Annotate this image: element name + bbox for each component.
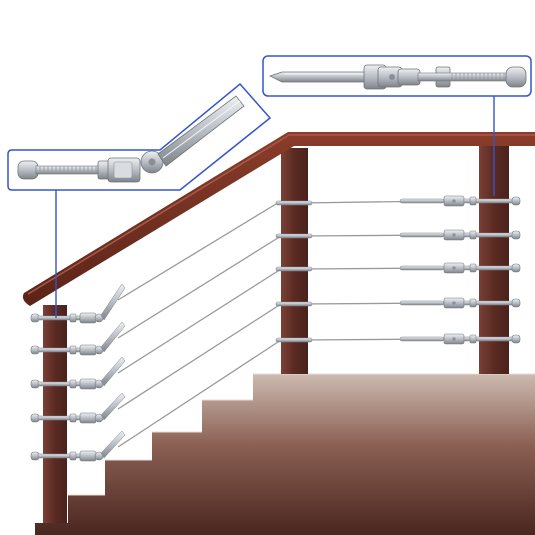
callout-leaders bbox=[55, 94, 495, 318]
staircase bbox=[35, 373, 535, 535]
middle-post-fittings bbox=[275, 200, 313, 343]
handrail-shine bbox=[27, 134, 535, 295]
pass-through-fitting bbox=[275, 337, 313, 343]
straight-turnbuckle bbox=[399, 195, 521, 207]
pass-through-fitting bbox=[275, 266, 313, 272]
sloped-cable bbox=[117, 268, 282, 374]
straight-post-fitting-callout bbox=[262, 55, 532, 97]
angled-turnbuckle bbox=[30, 430, 126, 462]
angled-turnbuckle bbox=[30, 321, 126, 356]
angled-turnbuckle bbox=[30, 283, 126, 324]
angled-turnbuckle bbox=[30, 392, 126, 424]
straight-turnbuckle bbox=[399, 262, 521, 274]
pivot-turnbuckle-icon bbox=[17, 95, 245, 183]
angled-stair-fitting-callout bbox=[7, 82, 272, 191]
jaw-turnbuckle-icon bbox=[268, 64, 527, 90]
left-post bbox=[43, 305, 67, 523]
pass-through-fitting bbox=[275, 200, 313, 206]
sloped-cable bbox=[117, 200, 282, 301]
stair-steps bbox=[35, 374, 535, 535]
straight-turnbuckle bbox=[399, 333, 521, 345]
pass-through-fitting bbox=[275, 233, 313, 239]
callout-frame bbox=[7, 82, 272, 191]
right-post-turnbuckles bbox=[399, 195, 521, 345]
handrail bbox=[22, 132, 535, 306]
straight-turnbuckle bbox=[399, 229, 521, 241]
middle-post bbox=[281, 148, 308, 374]
angled-turnbuckle bbox=[30, 356, 126, 390]
left-post-turnbuckles bbox=[30, 283, 126, 462]
sloped-cables bbox=[117, 200, 282, 448]
sloped-cable bbox=[117, 303, 282, 410]
level-cables bbox=[299, 200, 441, 341]
stair-edge-highlight bbox=[68, 373, 535, 496]
pass-through-fitting bbox=[275, 301, 313, 307]
sloped-cable bbox=[117, 235, 282, 339]
straight-turnbuckle bbox=[399, 297, 521, 309]
sloped-cable bbox=[117, 339, 282, 448]
